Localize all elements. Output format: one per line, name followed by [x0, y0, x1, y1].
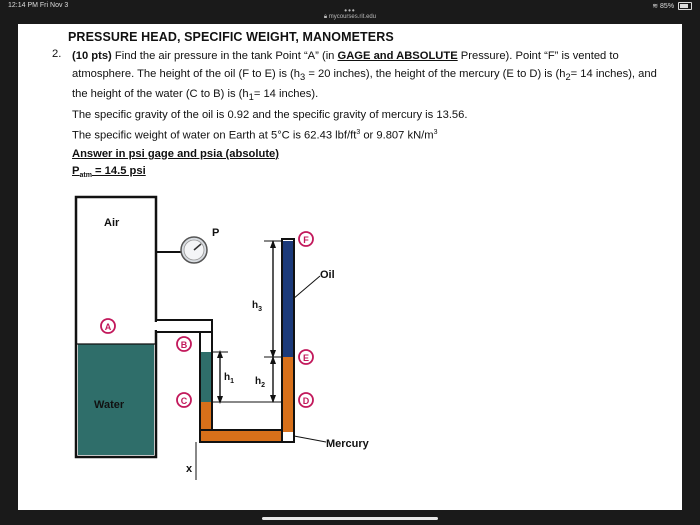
- battery-icon: [678, 2, 692, 11]
- atmospheric-pressure: Patm = 14.5 psi: [72, 165, 146, 180]
- h3-arrow-top: [270, 240, 276, 248]
- label-x: x: [186, 463, 193, 475]
- marker-c: C: [176, 392, 192, 408]
- battery-percent: 85%: [660, 3, 675, 10]
- mercury-leader: [293, 435, 327, 443]
- label-h3: h3: [252, 300, 262, 313]
- answer-instruction: Answer in psi gage and psia (absolute): [72, 147, 280, 160]
- status-right: ≋ 85%: [652, 2, 692, 11]
- lock-icon: 🔒︎: [323, 14, 328, 20]
- svg-text:C: C: [181, 396, 188, 406]
- h1-arrow-top: [217, 350, 223, 358]
- h2-arrow-bottom: [270, 395, 276, 403]
- label-water: Water: [94, 399, 125, 411]
- pipe-joint: [154, 322, 158, 330]
- tank-water: [78, 344, 154, 455]
- svg-text:A: A: [105, 322, 112, 332]
- question-paragraph: (10 pts) Find the air pressure in the ta…: [72, 50, 657, 103]
- label-h1: h1: [224, 372, 234, 385]
- status-time: 12:14 PM Fri Nov 3: [8, 2, 69, 9]
- right-leg-mercury: [283, 357, 293, 432]
- right-leg-oil: [283, 241, 293, 357]
- manometer-bottom: [199, 429, 295, 443]
- left-leg-water: [201, 352, 211, 402]
- gage-absolute-label: GAGE and ABSOLUTE: [337, 50, 458, 62]
- label-p: P: [212, 227, 219, 239]
- svg-text:F: F: [303, 235, 309, 245]
- browser-url-bar[interactable]: ••• 🔒︎ mycourses.rit.edu: [0, 6, 700, 22]
- marker-e: E: [298, 349, 314, 365]
- marker-b: B: [176, 336, 192, 352]
- connector-pipe: [155, 319, 213, 333]
- points-label: (10 pts): [72, 50, 112, 62]
- url-text[interactable]: mycourses.rit.edu: [328, 14, 377, 20]
- specific-gravity-line: The specific gravity of the oil is 0.92 …: [72, 108, 468, 121]
- h2-arrow-top: [270, 356, 276, 364]
- marker-a: A: [100, 318, 116, 334]
- wifi-icon: ≋: [652, 3, 659, 10]
- oil-leader: [292, 275, 321, 300]
- status-bar: 12:14 PM Fri Nov 3 ≋ 85%: [0, 0, 700, 12]
- gauge-needle: [193, 243, 202, 251]
- more-dots-icon[interactable]: •••: [344, 6, 356, 15]
- document-page: PRESSURE HEAD, SPECIFIC WEIGHT, MANOMETE…: [18, 24, 682, 510]
- marker-d: D: [298, 392, 314, 408]
- label-oil: Oil: [320, 269, 335, 281]
- question-number: 2.: [52, 48, 62, 60]
- left-leg-mercury: [201, 402, 211, 432]
- svg-text:E: E: [303, 353, 309, 363]
- page-title: PRESSURE HEAD, SPECIFIC WEIGHT, MANOMETE…: [68, 30, 394, 44]
- question-text: (10 pts) Find the air pressure in the ta…: [72, 48, 662, 185]
- home-indicator[interactable]: [262, 517, 438, 520]
- svg-text:B: B: [181, 340, 188, 350]
- label-mercury: Mercury: [326, 438, 370, 450]
- h3-arrow-bottom: [270, 350, 276, 358]
- label-h2: h2: [255, 376, 265, 389]
- svg-text:D: D: [303, 396, 310, 406]
- specific-weight-line: The specific weight of water on Earth at…: [72, 129, 438, 143]
- marker-f: F: [298, 231, 314, 247]
- manometer-diagram: Air Water P x Oil Mercury h1 h3 h2 A B C…: [74, 195, 370, 480]
- h1-arrow-bottom: [217, 396, 223, 404]
- label-air: Air: [104, 217, 120, 229]
